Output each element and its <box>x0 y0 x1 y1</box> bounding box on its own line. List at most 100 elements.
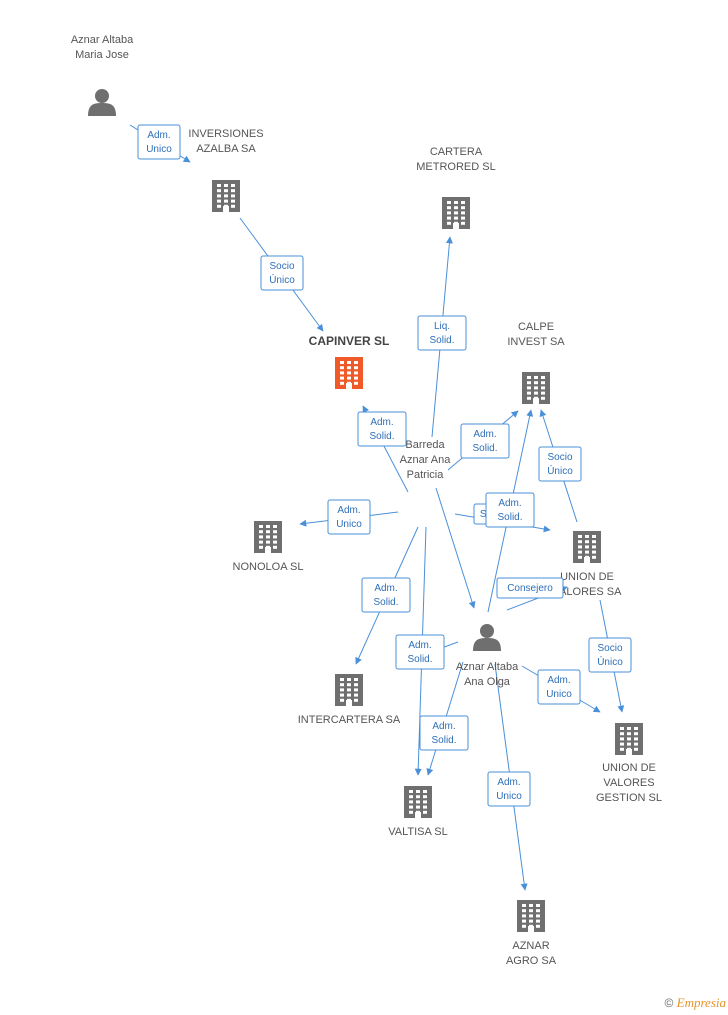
edge-label-box[interactable] <box>327 499 371 535</box>
edge-label[interactable]: Consejero <box>496 577 564 599</box>
edge-label-box[interactable] <box>395 634 445 670</box>
edge-label-text: Socio <box>547 452 572 463</box>
edge-label-text: Adm. <box>408 640 431 651</box>
edge-label[interactable]: Adm.Unico <box>327 499 371 535</box>
building-window <box>259 530 263 534</box>
node-intercartera[interactable]: INTERCARTERA SA <box>298 674 401 726</box>
building-window <box>620 732 624 736</box>
node-nonoloa[interactable]: NONOLOA SL <box>233 521 304 573</box>
building-window <box>454 206 458 210</box>
building-window <box>529 909 533 913</box>
building-window <box>266 530 270 534</box>
edge-label-text: Unico <box>496 791 522 802</box>
edge-label-text: Solid. <box>369 431 394 442</box>
edge-label[interactable]: Adm. Unico <box>487 771 531 807</box>
building-window <box>340 376 344 380</box>
building-window <box>627 727 631 730</box>
building-window <box>585 535 589 538</box>
building-window <box>347 683 351 687</box>
edge-label-box[interactable] <box>487 771 531 807</box>
edges-layer <box>129 124 625 891</box>
building-icon <box>254 521 282 553</box>
building-door <box>346 700 352 706</box>
building-window <box>447 201 451 204</box>
edge-label-box[interactable] <box>537 669 581 705</box>
edge-label-box[interactable] <box>260 255 304 291</box>
edge-label[interactable]: Adm.Unico <box>537 669 581 705</box>
edge-label-box[interactable] <box>357 411 407 447</box>
node-label: INVEST SA <box>507 336 565 348</box>
edge-label-text: Adm. <box>473 429 496 440</box>
building-window <box>423 790 427 793</box>
building-window <box>354 366 358 370</box>
building-window <box>634 747 638 751</box>
building-door <box>453 223 459 229</box>
node-capinver[interactable]: CAPINVER SL <box>309 334 390 389</box>
edge-label-box[interactable] <box>588 637 632 673</box>
building-window <box>527 381 531 385</box>
building-window <box>354 376 358 380</box>
building-window <box>461 211 465 215</box>
edge-label[interactable]: Adm.Solid. <box>361 577 411 613</box>
building-window <box>536 919 540 923</box>
edge-label-box[interactable] <box>485 492 535 528</box>
edge-label[interactable]: Adm.Unico <box>137 124 181 160</box>
edge-label[interactable]: Adm.Solid. <box>485 492 535 528</box>
building-window <box>627 742 631 746</box>
building-window <box>527 391 531 395</box>
edge-label-box[interactable] <box>417 315 467 351</box>
building-window <box>354 678 358 681</box>
building-window <box>536 914 540 918</box>
edge-label-box[interactable] <box>361 577 411 613</box>
edge-label[interactable]: Adm.Solid. <box>460 423 510 459</box>
building-window <box>259 545 263 549</box>
copyright-symbol: © <box>664 996 674 1010</box>
node-label: VALORES <box>603 777 654 789</box>
building-window <box>273 535 277 539</box>
node-label: AZALBA SA <box>196 143 256 155</box>
edge-label-text: Único <box>547 464 573 477</box>
building-door <box>528 926 534 932</box>
brand-logo[interactable]: Empresia <box>676 995 726 1010</box>
edge-label-text: Socio <box>269 261 294 272</box>
edge-label-box[interactable] <box>137 124 181 160</box>
building-window <box>347 688 351 692</box>
node-valtisa[interactable]: VALTISA SL <box>388 786 448 838</box>
edge-label[interactable]: Adm.Solid. <box>395 634 445 670</box>
node-label: NONOLOA SL <box>233 561 304 573</box>
person-icon <box>473 624 501 651</box>
building-window <box>522 914 526 918</box>
edge-label[interactable]: Adm.Solid. <box>357 411 407 447</box>
edge-label-text: Adm. <box>432 721 455 732</box>
building-window <box>354 371 358 375</box>
edge-label-box[interactable] <box>460 423 510 459</box>
edge-label[interactable]: Liq.Solid. <box>417 315 467 351</box>
edge-label-box[interactable] <box>496 577 564 599</box>
building-window <box>273 525 277 528</box>
building-window <box>347 678 351 681</box>
edge-label[interactable]: Adm.Solid. <box>419 715 469 751</box>
building-window <box>522 904 526 907</box>
building-window <box>340 361 344 364</box>
building-window <box>416 795 420 799</box>
building-door <box>415 812 421 818</box>
edge-label-box[interactable] <box>538 446 582 482</box>
building-icon <box>335 357 363 389</box>
edge-label-text: Adm. <box>497 777 520 788</box>
building-icon <box>335 674 363 706</box>
building-window <box>231 194 235 198</box>
building-window <box>347 376 351 380</box>
edge-label-box[interactable] <box>419 715 469 751</box>
